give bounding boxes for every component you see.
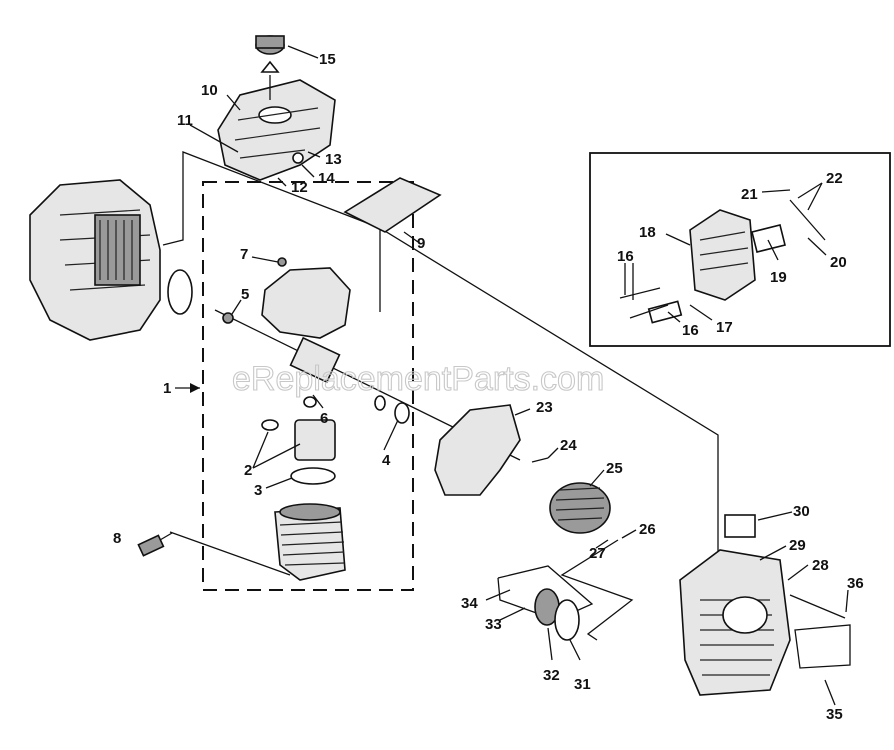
callout-18: 18 bbox=[639, 224, 656, 241]
callout-7: 7 bbox=[240, 246, 248, 263]
watermark: eReplacementParts.com bbox=[232, 360, 604, 398]
assembly-outline-long bbox=[379, 227, 719, 560]
callout-5: 5 bbox=[241, 286, 249, 303]
callout-6: 6 bbox=[320, 410, 328, 427]
callout-11: 11 bbox=[177, 112, 193, 129]
callout-20: 20 bbox=[830, 254, 847, 271]
muffler-inset-box bbox=[589, 152, 891, 347]
seal-5 bbox=[222, 312, 234, 324]
muffler-screw-16b bbox=[629, 304, 669, 319]
callout-25: 25 bbox=[606, 460, 623, 477]
callout-16a: 16 bbox=[617, 248, 634, 265]
screw-28 bbox=[789, 594, 846, 619]
crankcase-screw bbox=[277, 257, 287, 267]
callout-36: 36 bbox=[847, 575, 864, 592]
callout-14: 14 bbox=[318, 170, 335, 187]
callout-13: 13 bbox=[325, 151, 342, 168]
piston bbox=[261, 396, 336, 461]
callout-21: 21 bbox=[741, 186, 758, 203]
spark-plug bbox=[137, 532, 173, 557]
assembly-outline-main bbox=[162, 151, 381, 312]
callout-28: 28 bbox=[812, 557, 829, 574]
fuel-tank bbox=[217, 79, 336, 181]
engine-housing bbox=[29, 179, 193, 341]
callout-31: 31 bbox=[574, 676, 591, 693]
callout-4: 4 bbox=[382, 452, 391, 469]
callout-32: 32 bbox=[543, 667, 560, 684]
handle-35 bbox=[794, 624, 851, 669]
callout-27: 27 bbox=[589, 545, 606, 562]
callout-23: 23 bbox=[536, 399, 553, 416]
callout-29: 29 bbox=[789, 537, 806, 554]
callout-8: 8 bbox=[113, 530, 121, 547]
clutch-washer bbox=[554, 599, 580, 641]
callout-33: 33 bbox=[485, 616, 502, 633]
cylinder bbox=[274, 503, 346, 581]
callout-15: 15 bbox=[319, 51, 336, 68]
callout-24: 24 bbox=[560, 437, 577, 454]
leader-lines bbox=[175, 45, 849, 706]
callout-17: 17 bbox=[716, 319, 733, 336]
callout-2: 2 bbox=[244, 462, 252, 479]
muffler-screw-22 bbox=[789, 199, 826, 241]
starter-housing bbox=[679, 514, 791, 696]
kit-outline-26-27 bbox=[560, 539, 634, 641]
callout-1: 1 bbox=[163, 380, 171, 397]
callout-1-arrow bbox=[190, 383, 200, 393]
callout-12: 12 bbox=[291, 179, 308, 196]
screw-24 bbox=[531, 457, 549, 463]
muffler bbox=[647, 209, 786, 324]
spark-plug-leader bbox=[169, 531, 291, 576]
muffler-screw-16a bbox=[619, 287, 661, 299]
fuel-cap bbox=[255, 35, 285, 100]
callout-10: 10 bbox=[201, 82, 218, 99]
flywheel bbox=[549, 482, 611, 534]
callout-9: 9 bbox=[417, 235, 425, 252]
ignition-module bbox=[434, 404, 521, 496]
callout-22: 22 bbox=[826, 170, 843, 187]
callout-35: 35 bbox=[826, 706, 843, 723]
callout-34: 34 bbox=[461, 595, 478, 612]
piston-ring bbox=[290, 467, 336, 485]
callout-16b: 16 bbox=[682, 322, 699, 339]
heat-shield-plate bbox=[343, 177, 442, 233]
crankcase-cover bbox=[261, 267, 351, 339]
muffler-bracket bbox=[751, 224, 786, 253]
callout-26: 26 bbox=[639, 521, 656, 538]
callout-19: 19 bbox=[770, 269, 787, 286]
callout-30: 30 bbox=[793, 503, 810, 520]
callout-3: 3 bbox=[254, 482, 262, 499]
